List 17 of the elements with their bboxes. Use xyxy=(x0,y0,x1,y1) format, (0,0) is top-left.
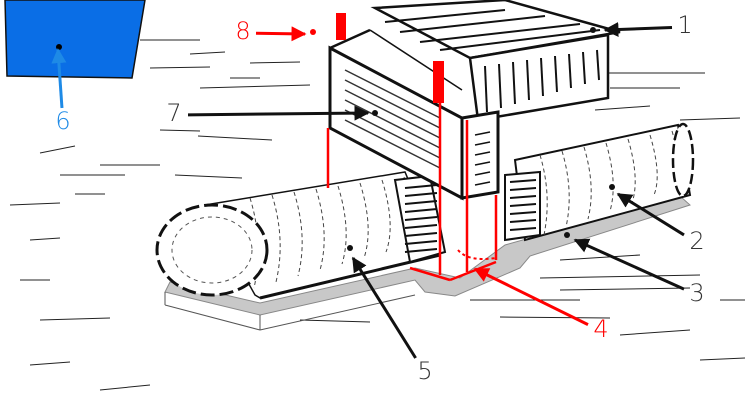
callout-number: 2 xyxy=(684,228,710,258)
callout-number: 1 xyxy=(672,12,698,42)
callout-number: 4 xyxy=(588,316,614,346)
callout-number: 7 xyxy=(160,100,188,130)
leader-line xyxy=(256,26,306,42)
leader-line xyxy=(574,238,685,290)
callout-number: 5 xyxy=(412,358,438,388)
leader-line xyxy=(352,256,417,359)
panel-block xyxy=(4,0,146,80)
leader-line xyxy=(51,48,66,108)
leader-line xyxy=(474,268,589,326)
leader-line xyxy=(604,22,672,37)
leader-line xyxy=(188,106,370,121)
callout-number: 3 xyxy=(684,280,710,310)
callout-number: 6 xyxy=(50,108,76,138)
leader-line xyxy=(616,192,685,236)
callout-number: 8 xyxy=(230,18,256,48)
